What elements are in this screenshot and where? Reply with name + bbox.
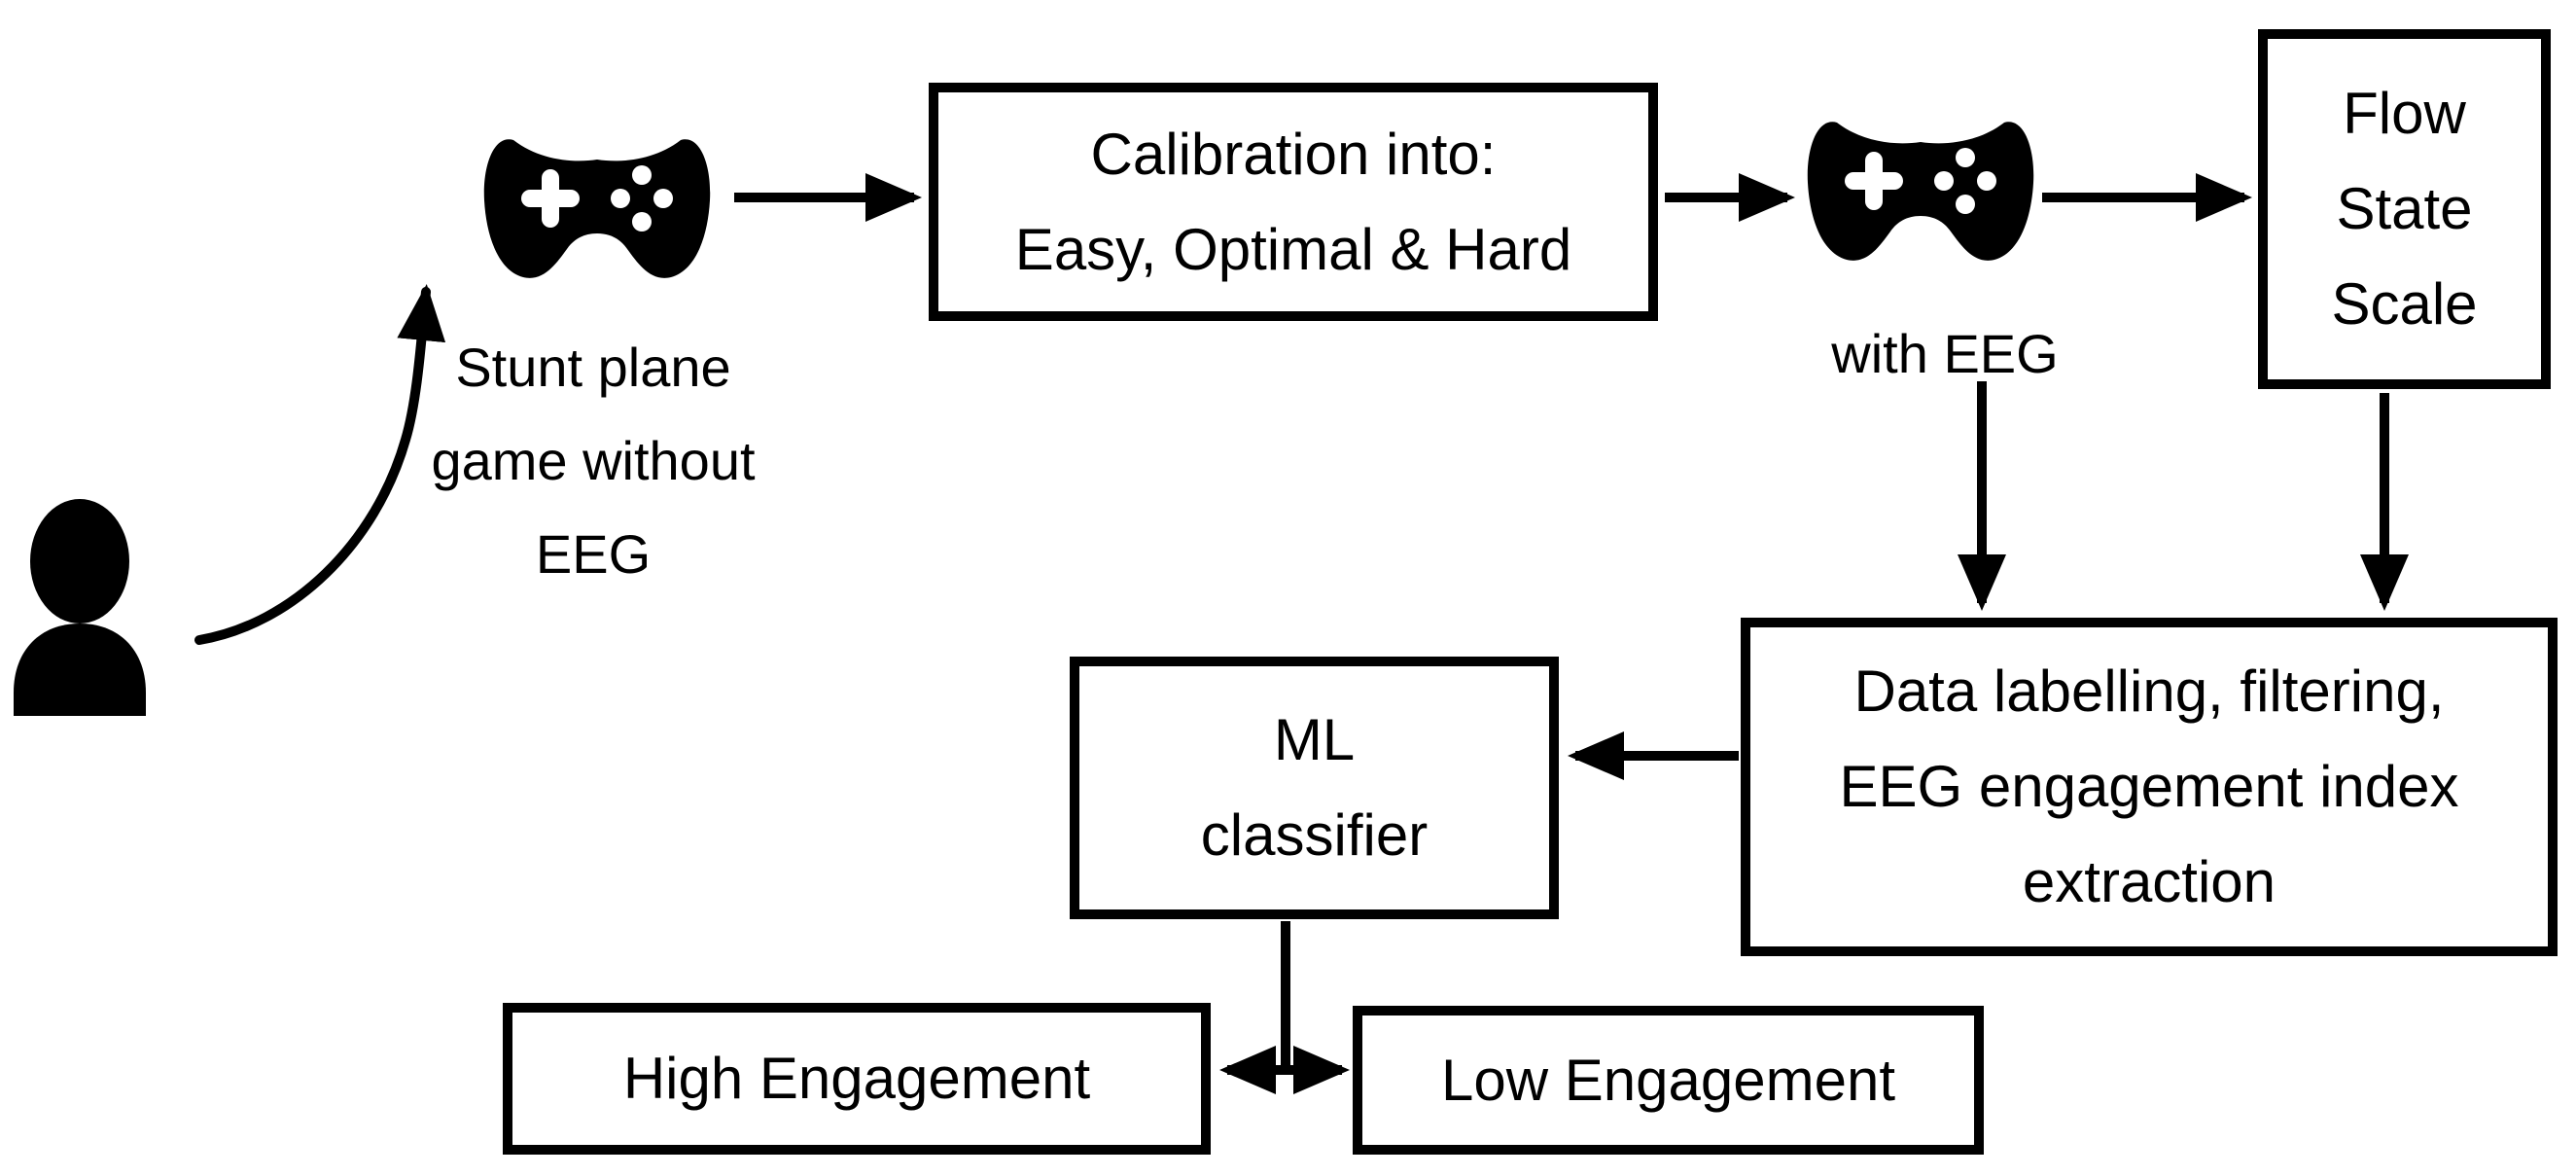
data-box-line2: EEG engagement index [1839,754,2459,819]
flow-box-line2: State [2336,176,2473,241]
flow-box-line1: Flow [2343,81,2466,146]
high-engagement-text: High Engagement [622,1046,1091,1111]
stunt-plane-label-line2: game without [431,430,756,491]
ml-classifier-box: ML classifier [1070,657,1559,919]
low-engagement-text: Low Engagement [1441,1047,1895,1113]
data-box-line3: extraction [2022,849,2276,914]
gamepad-icon [1807,122,2034,261]
calibration-box: Calibration into: Easy, Optimal & Hard [929,83,1658,321]
low-engagement-box: Low Engagement [1353,1006,1984,1155]
calibration-box-line2: Easy, Optimal & Hard [1014,216,1572,282]
person-icon [14,499,146,716]
data-box-line1: Data labelling, filtering, [1853,659,2445,724]
with-eeg-label: with EEG [1741,307,2149,401]
high-engagement-box: High Engagement [503,1003,1211,1155]
data-labelling-box: Data labelling, filtering, EEG engagemen… [1741,618,2558,956]
stunt-plane-label-line3: EEG [535,523,652,585]
ml-box-line1: ML [1273,707,1356,772]
with-eeg-label-text: with EEG [1831,323,2059,384]
flow-state-scale-box: Flow State Scale [2258,29,2551,389]
gamepad-icon [483,139,711,278]
ml-box-line2: classifier [1200,802,1429,868]
flow-box-line3: Scale [2331,271,2478,337]
arrow-person-to-game [194,284,446,645]
calibration-box-line1: Calibration into: [1090,121,1497,187]
stunt-plane-label-line1: Stunt plane [455,337,731,398]
stunt-plane-label: Stunt plane game without EEG [224,321,963,601]
